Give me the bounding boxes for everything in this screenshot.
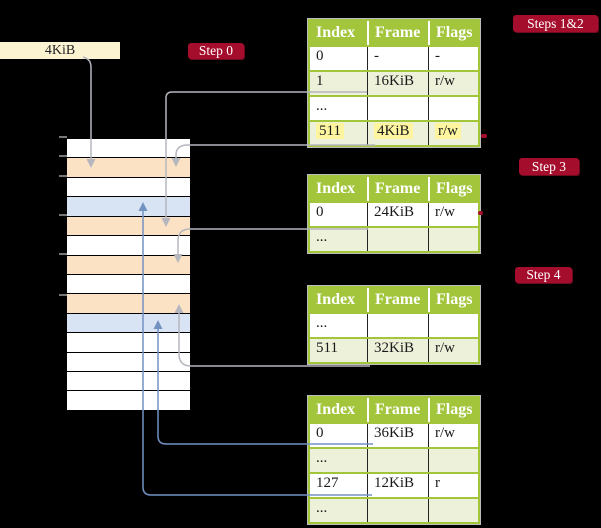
table-row: ... <box>310 497 478 522</box>
table-cell <box>367 499 428 522</box>
table-cell: 0 <box>316 425 324 441</box>
table-cell <box>367 314 428 337</box>
badge-step-3: Step 3 <box>519 158 579 175</box>
table-cell: ... <box>316 98 328 114</box>
table-cell <box>367 228 428 251</box>
memory-row-free <box>67 274 190 295</box>
table-cell: r/w <box>428 339 478 362</box>
memory-row-free <box>67 177 190 198</box>
memory-row-page-table <box>67 158 190 178</box>
column-header-frame: Frame <box>367 288 428 312</box>
table-cell: 127 <box>316 475 339 491</box>
column-header-frame: Frame <box>367 177 428 201</box>
table-cell: 4KiB <box>367 122 428 145</box>
column-header-flags: Flags <box>428 177 478 201</box>
cr3-frame-box: 4KiB <box>0 42 120 59</box>
memory-row-page-table <box>67 216 190 237</box>
column-header-frame: Frame <box>367 21 428 45</box>
memory-tick <box>59 136 67 138</box>
memory-row-page-table <box>67 294 190 314</box>
table-cell <box>428 97 478 120</box>
physical-memory-column <box>67 138 190 411</box>
table-cell <box>428 314 478 337</box>
table-cell: 511 <box>316 340 338 356</box>
memory-tick <box>59 175 67 177</box>
column-header-flags: Flags <box>428 398 478 422</box>
table-cell <box>367 449 428 472</box>
highlighted-value: r/w <box>435 123 461 139</box>
memory-row-free <box>67 372 190 392</box>
table-cell: 36KiB <box>367 424 428 447</box>
table-cell <box>428 228 478 251</box>
memory-tick <box>59 253 67 255</box>
table-cell: 16KiB <box>367 72 428 95</box>
table-cell: ... <box>316 500 328 516</box>
table-cell: ... <box>316 450 328 466</box>
memory-row-free <box>67 236 190 256</box>
memory-row-free <box>67 352 190 373</box>
column-header-index: Index <box>316 24 356 41</box>
memory-row-mapped-page <box>67 313 190 334</box>
table-cell <box>428 449 478 472</box>
badge-step-4: Step 4 <box>515 267 572 283</box>
table-row: 511 4KiB r/w <box>310 120 478 145</box>
table-cell: 511 <box>310 122 367 145</box>
memory-tick <box>59 214 67 216</box>
table-cell: r <box>428 474 478 497</box>
memory-row-mapped-page <box>67 197 190 217</box>
memory-row-free <box>67 391 190 411</box>
table-row: ... <box>310 447 478 472</box>
memory-row-page-table <box>67 255 190 275</box>
active-row-marker <box>481 134 487 138</box>
table-cell: r/w <box>428 122 478 145</box>
table-cell: ... <box>316 315 328 331</box>
table-row: ... <box>310 95 478 120</box>
memory-row-free <box>67 333 190 353</box>
table-cell <box>428 499 478 522</box>
column-header-index: Index <box>316 180 356 197</box>
column-header-flags: Flags <box>428 21 478 45</box>
table-cell: 1 <box>316 73 324 89</box>
table-cell: 0 <box>316 48 324 64</box>
memory-tick <box>59 294 67 296</box>
column-header-index: Index <box>316 291 356 308</box>
column-header-flags: Flags <box>428 288 478 312</box>
table-cell: 0 <box>316 204 324 220</box>
badge-steps-1-2: Steps 1&2 <box>513 15 598 32</box>
table-row: ... <box>310 312 478 337</box>
active-row-marker <box>478 211 483 215</box>
table-cell: 24KiB <box>367 203 428 226</box>
highlighted-value: 511 <box>316 123 344 139</box>
table-cell: r/w <box>428 72 478 95</box>
table-row: ... <box>310 226 478 251</box>
table-cell <box>367 97 428 120</box>
table-cell: r/w <box>428 424 478 447</box>
column-header-index: Index <box>316 401 356 418</box>
table-row: 0 -- <box>310 45 478 70</box>
memory-row-free <box>67 139 190 159</box>
badge-step-0: Step 0 <box>188 43 244 59</box>
table-cell: ... <box>316 229 328 245</box>
table-cell: 32KiB <box>367 339 428 362</box>
table-cell: r/w <box>428 203 478 226</box>
memory-tick <box>59 155 67 157</box>
table-cell: - <box>367 47 428 70</box>
highlighted-value: 4KiB <box>374 123 413 139</box>
table-cell: - <box>428 47 478 70</box>
table-cell: 12KiB <box>367 474 428 497</box>
column-header-frame: Frame <box>367 398 428 422</box>
